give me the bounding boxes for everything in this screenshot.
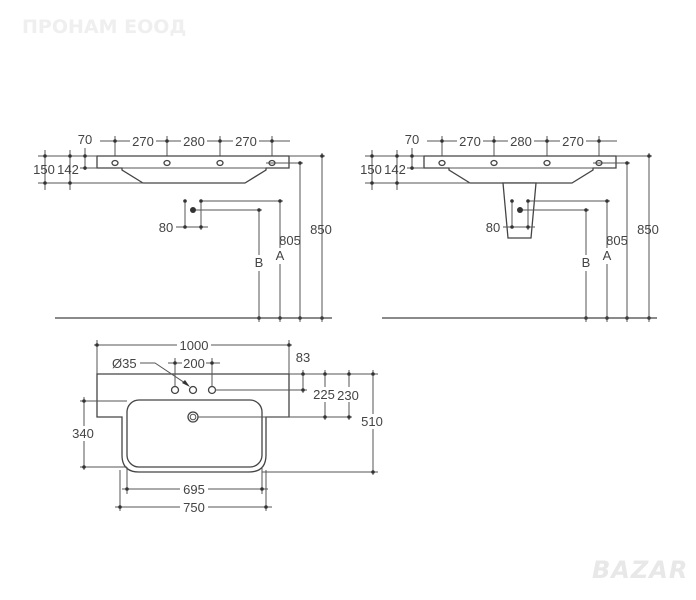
dim-hole-spacing-3: 270 [562, 134, 584, 149]
dim-width-1000: 1000 [180, 338, 209, 353]
label-a: A [603, 248, 612, 263]
dim-height-805: 805 [606, 233, 628, 248]
dim-trap-offset: 80 [486, 220, 500, 235]
dim-outer-width: 750 [183, 500, 205, 515]
dim-height-142: 142 [384, 162, 406, 177]
dim-hole-spacing-2: 280 [510, 134, 532, 149]
dim-hole-spacing-1: 270 [459, 134, 481, 149]
watermark-bazar-logo: BAZAR [592, 556, 689, 584]
label-b: B [582, 255, 591, 270]
dim-hole-diameter: Ø35 [112, 356, 137, 371]
dim-height-150: 150 [33, 162, 55, 177]
dim-edge-offset: 70 [78, 132, 92, 147]
label-b: B [255, 255, 264, 270]
side-view-pedestal: 270 280 270 70 150 142 80 B A 805 850 [360, 132, 659, 322]
dim-hole-spacing-2: 280 [183, 134, 205, 149]
dim-510: 510 [361, 414, 383, 429]
dim-height-142: 142 [57, 162, 79, 177]
dim-edge-offset: 70 [405, 132, 419, 147]
dim-hole-spacing-1: 270 [132, 134, 154, 149]
dim-height-805: 805 [279, 233, 301, 248]
dim-height-150: 150 [360, 162, 382, 177]
dim-inner-width: 695 [183, 482, 205, 497]
dim-height-850: 850 [310, 222, 332, 237]
top-view: 1000 200 Ø35 83 225 230 510 340 [72, 337, 386, 515]
dim-83: 83 [296, 350, 310, 365]
side-view-wall-hung: 270 280 270 70 150 142 80 B A 805 850 [33, 132, 332, 322]
label-a: A [276, 248, 285, 263]
watermark-company: ПРОНАМ ЕООД [22, 16, 187, 38]
dim-height-850: 850 [637, 222, 659, 237]
dim-bowl-depth: 340 [72, 426, 94, 441]
dim-trap-offset: 80 [159, 220, 173, 235]
dim-hole-spacing-3: 270 [235, 134, 257, 149]
dim-225: 225 [313, 387, 335, 402]
dim-230: 230 [337, 388, 359, 403]
dim-hole-spacing-200: 200 [183, 356, 205, 371]
